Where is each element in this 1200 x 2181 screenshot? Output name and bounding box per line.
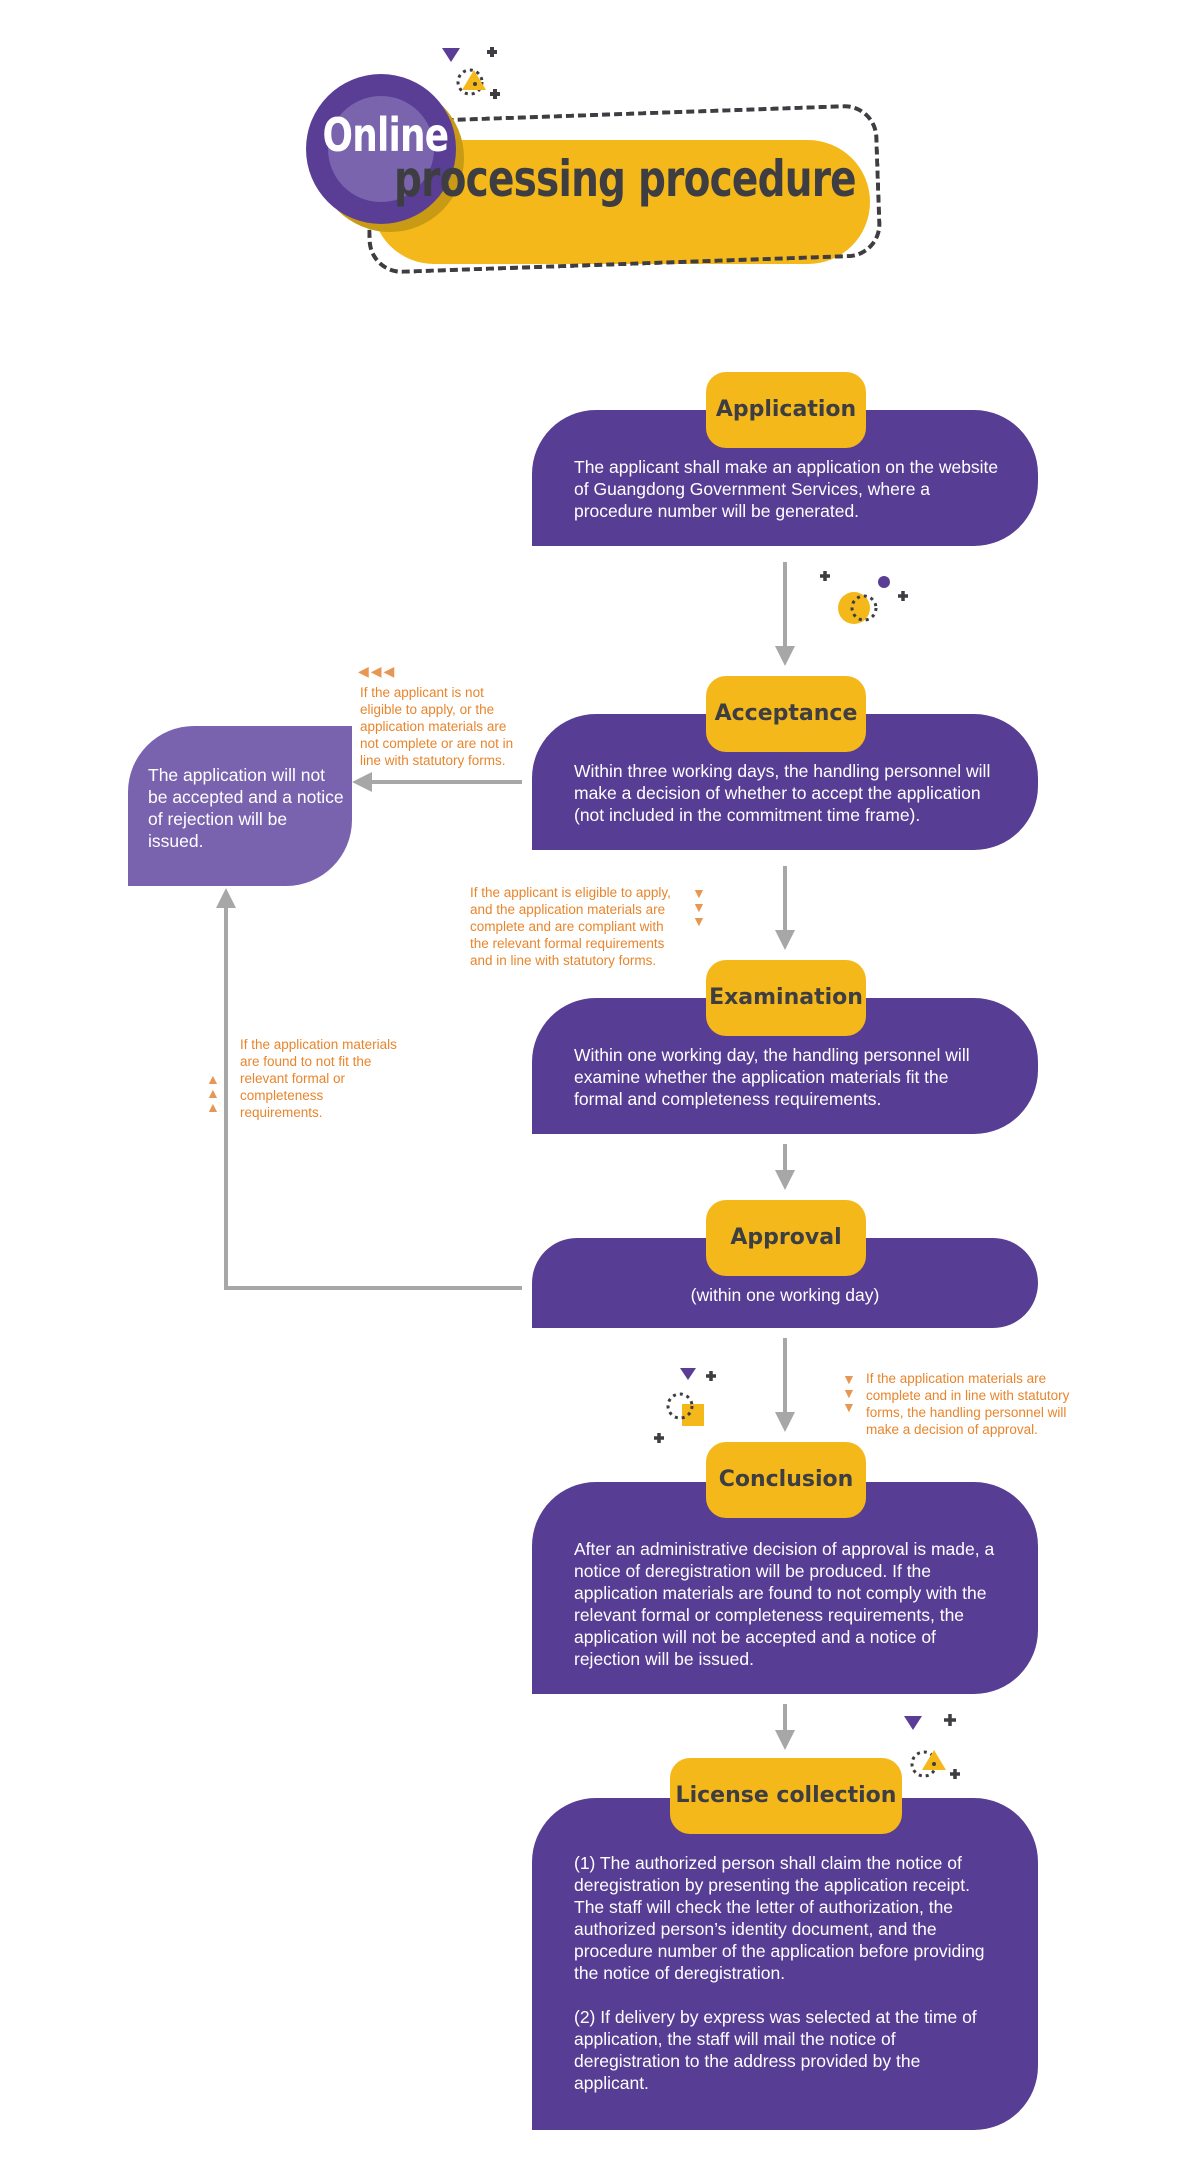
step-text-application: The applicant shall make an application … bbox=[574, 457, 999, 521]
decoration-circles-icon bbox=[820, 571, 908, 624]
note-eligible: If the applicant is eligible to apply, a… bbox=[470, 885, 671, 968]
step-title-license: License collection bbox=[670, 1758, 902, 1834]
step-title-acceptance: Acceptance bbox=[706, 676, 866, 752]
note-approval-down-arrows-icon: ▼▼▼ bbox=[842, 1371, 856, 1415]
rejection-text: The application will not be accepted and… bbox=[148, 765, 344, 851]
step-text-examination: Within one working day, the handling per… bbox=[574, 1045, 970, 1109]
step-text-conclusion: After an administrative decision of appr… bbox=[574, 1539, 995, 1669]
note-eligible-down-arrows-icon: ▼▼▼ bbox=[692, 885, 706, 929]
title-procedure: processing procedure bbox=[394, 150, 857, 208]
note-not-eligible-left-arrows-icon: ◀◀◀ bbox=[358, 663, 397, 679]
step-title-application: Application bbox=[706, 372, 866, 448]
step-card-examination: Within one working day, the handling per… bbox=[532, 998, 1038, 1134]
step-title-examination: Examination bbox=[706, 960, 866, 1036]
step-title-conclusion: Conclusion bbox=[706, 1442, 866, 1518]
step-card-license: (1) The authorized person shall claim th… bbox=[532, 1798, 1038, 2130]
note-not-fit: If the application materials are found t… bbox=[240, 1037, 397, 1120]
arrow-approval-rejection bbox=[216, 888, 522, 1290]
step-text-license: (1) The authorized person shall claim th… bbox=[574, 1853, 985, 2093]
header-decoration-icon bbox=[442, 47, 500, 99]
note-not-fit-up-arrows-icon: ▲▲▲ bbox=[206, 1071, 220, 1115]
step-text-acceptance: Within three working days, the handling … bbox=[574, 761, 991, 825]
note-approval-decision: If the application materials are complet… bbox=[866, 1371, 1070, 1437]
title-online: Online bbox=[322, 108, 450, 162]
decoration-triangle-icon bbox=[904, 1714, 960, 1779]
rejection-card: The application will not be accepted and… bbox=[128, 726, 352, 886]
title-circle-inner bbox=[328, 96, 434, 202]
decoration-square-icon bbox=[654, 1368, 716, 1443]
note-not-eligible: If the applicant is not eligible to appl… bbox=[360, 685, 514, 768]
step-title-approval: Approval bbox=[706, 1200, 866, 1276]
step-text-approval: (within one working day) bbox=[690, 1285, 880, 1305]
